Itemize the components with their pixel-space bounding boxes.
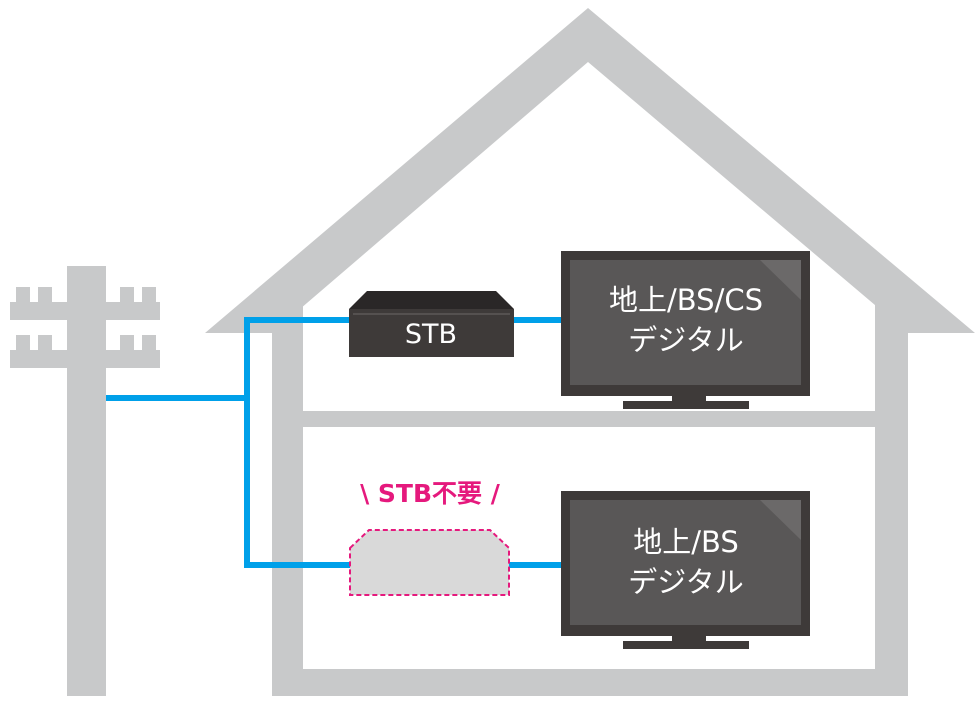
television-upper: 地上/BS/CS デジタル	[561, 251, 810, 409]
stb-not-required-note: \ STB不要 /	[360, 479, 501, 508]
tv-upper-label-line1: 地上/BS/CS	[609, 283, 763, 317]
tv-lower-label-line2: デジタル	[628, 565, 743, 599]
stb-label: STB	[405, 319, 457, 350]
stb-placeholder	[349, 529, 510, 596]
house-outline	[205, 8, 975, 696]
set-top-box: STB	[349, 291, 514, 357]
utility-pole-icon	[10, 266, 160, 696]
tv-lower-label-line1: 地上/BS	[633, 525, 739, 559]
tv-upper-label-line2: デジタル	[628, 323, 743, 357]
television-lower: 地上/BS デジタル	[561, 491, 810, 649]
